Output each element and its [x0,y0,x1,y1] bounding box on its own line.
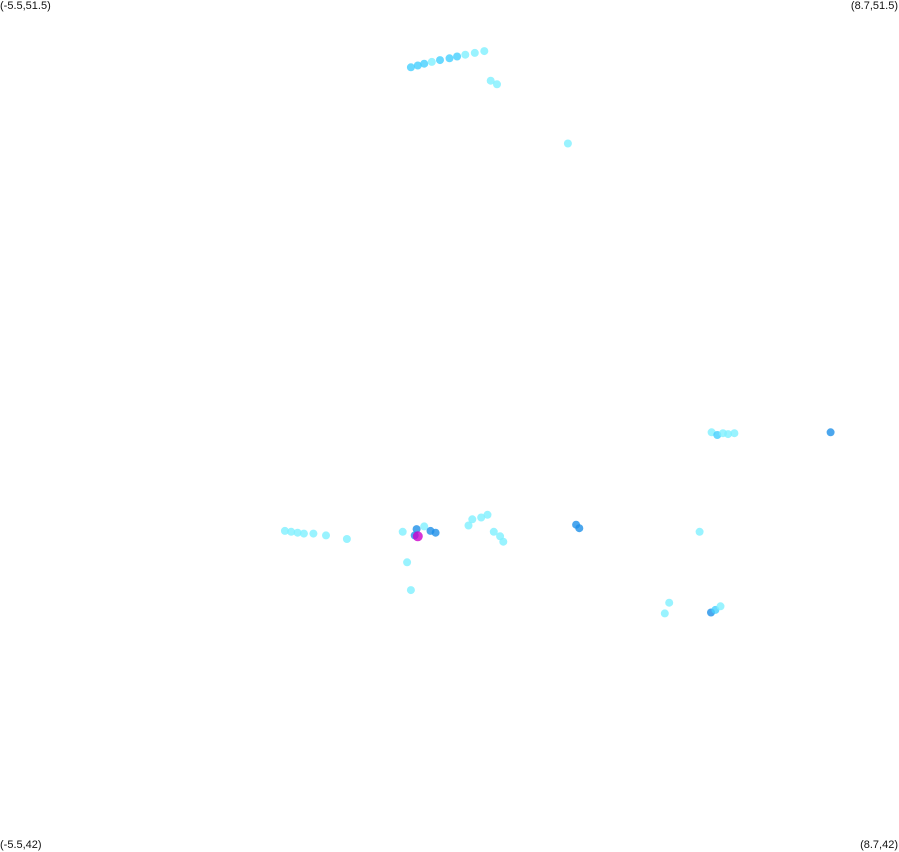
scatter-point-18 [826,428,835,437]
corner-label-bottom-right: (8.7,42) [860,839,898,851]
scatter-point-10 [486,76,495,85]
scatter-point-29 [412,531,423,542]
scatter-point-9 [480,47,489,56]
scatter-point-42 [695,527,704,536]
scatter-point-2 [420,59,429,68]
scatter-point-35 [477,513,486,522]
corner-label-top-right: (8.7,51.5) [850,0,898,12]
scatter-point-22 [299,529,308,538]
scatter-point-17 [730,429,739,438]
scatter-point-44 [406,586,415,595]
scatter-point-4 [436,56,444,65]
scatter-point-33 [464,521,473,530]
scatter-point-0 [406,63,415,72]
scatter-point-36 [483,510,492,519]
scatter-point-26 [398,527,407,536]
corner-label-top-left: (-5.5,51.5) [0,0,51,12]
scatter-point-24 [322,531,330,540]
scatter-point-30 [420,522,429,531]
scatter-point-8 [470,48,479,57]
scatter-point-49 [716,602,725,611]
corner-label-bottom-left: (-5.5,42) [0,839,42,851]
scatter-point-37 [489,527,498,536]
scatter-point-19 [280,526,289,535]
scatter-point-16 [724,430,733,439]
scatter-point-32 [431,528,440,537]
scatter-point-12 [563,139,572,148]
scatter-point-46 [660,609,669,618]
scatter-point-34 [468,515,477,524]
scatter-point-3 [427,57,436,66]
scatter-point-1 [413,61,422,70]
scatter-point-21 [293,528,302,537]
scatter-point-5 [445,54,454,63]
scatter-point-43 [403,558,412,567]
scatter-point-41 [575,524,584,533]
scatter-point-25 [342,535,351,543]
scatter-point-45 [665,598,674,607]
scatter-point-28 [412,525,421,534]
scatter-point-23 [309,529,318,538]
scatter-point-6 [453,52,462,61]
scatter-point-7 [461,50,470,59]
scatter-point-20 [287,527,296,536]
scatter-point-39 [499,537,508,546]
scatter-point-11 [493,80,501,89]
